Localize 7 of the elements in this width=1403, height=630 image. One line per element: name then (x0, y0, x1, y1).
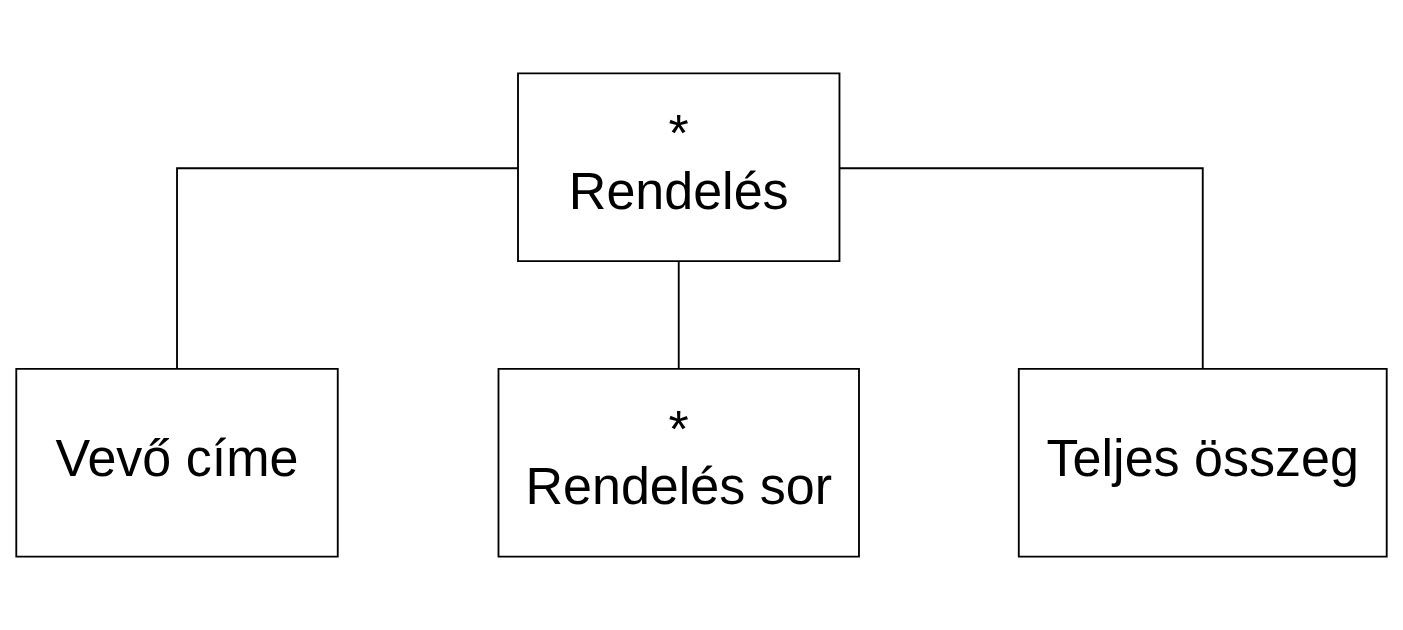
connector (838, 167, 1204, 370)
connector (176, 167, 519, 370)
connector (677, 260, 680, 370)
node-box: Teljes összeg (1017, 367, 1388, 558)
node-box: Vevő címe (15, 367, 339, 558)
node-box: * Rendelés (517, 72, 841, 263)
node-box: * Rendelés sor (497, 367, 860, 558)
